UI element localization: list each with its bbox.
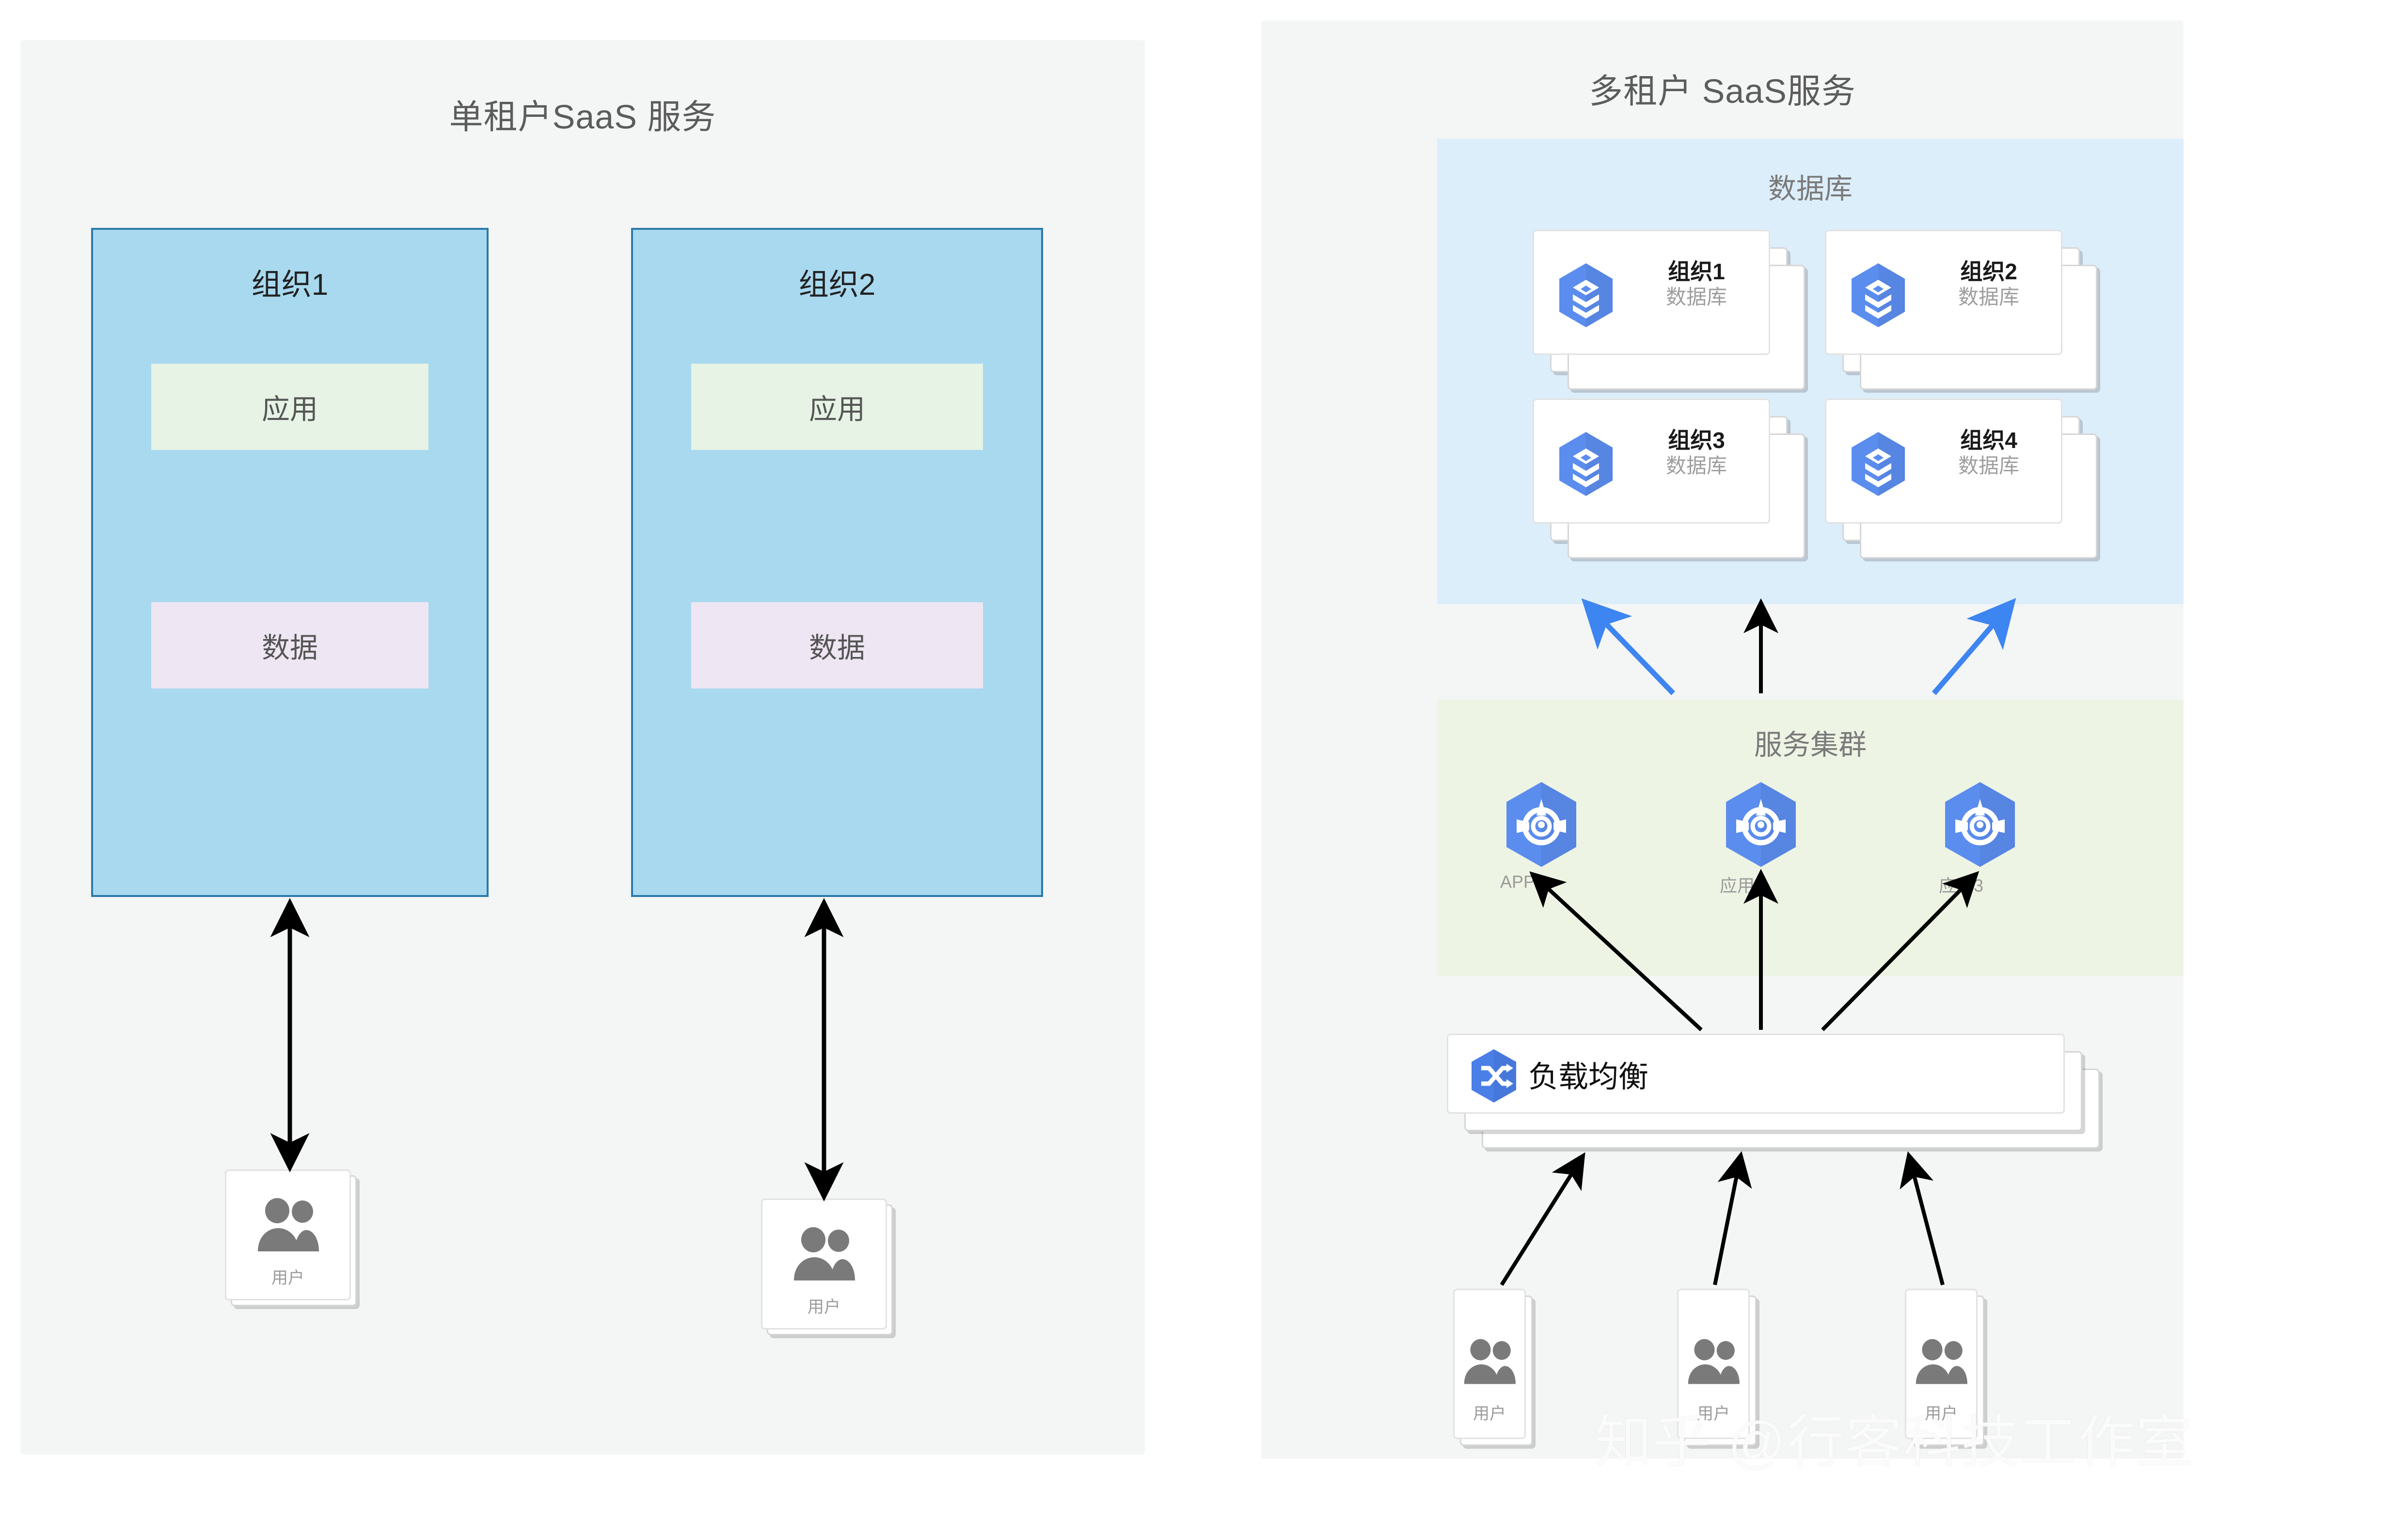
org-box-2-app-band: 应用 xyxy=(691,364,983,450)
org-box-2-title: 组织2 xyxy=(798,268,876,302)
org-box-1-title: 组织1 xyxy=(251,268,329,302)
db-card-4[interactable]: 组织4 数据库 xyxy=(1825,399,2062,524)
users-icon xyxy=(1913,1339,1970,1388)
users-icon xyxy=(1685,1339,1742,1388)
db-card-1[interactable]: 组织1 数据库 xyxy=(1533,230,1770,355)
datastore-icon xyxy=(1554,261,1617,332)
single-tenant-title: 单租户SaaS 服务 xyxy=(449,98,716,136)
db-card-4-text: 组织4 数据库 xyxy=(1928,427,2049,479)
app-engine-icon xyxy=(1939,780,2021,872)
app-node-2[interactable]: 应用2 xyxy=(1720,780,1802,897)
app-node-3[interactable]: 应用3 xyxy=(1939,780,2021,897)
db-card-4-sub: 数据库 xyxy=(1958,454,2019,478)
db-card-2-sub: 数据库 xyxy=(1958,286,2019,309)
user-card-1-label: 用户 xyxy=(271,1269,304,1287)
db-card-2-text: 组织2 数据库 xyxy=(1928,258,2049,310)
load-balancer-card[interactable]: 负载均衡 xyxy=(1447,1034,2065,1114)
org-box-2[interactable]: 组织2 应用 数据 xyxy=(631,228,1043,897)
user-card-4[interactable]: 用户 xyxy=(1677,1289,1750,1439)
shuffle-icon xyxy=(1468,1048,1520,1106)
datastore-icon xyxy=(1554,430,1617,500)
user-card-3[interactable]: 用户 xyxy=(1453,1289,1526,1439)
users-icon xyxy=(790,1227,858,1284)
multi-tenant-title: 多租户 SaaS服务 xyxy=(1589,72,1856,110)
user-card-2[interactable]: 用户 xyxy=(761,1199,887,1329)
db-card-3-name: 组织3 xyxy=(1668,428,1725,453)
user-card-3-label: 用户 xyxy=(1473,1405,1506,1423)
user-card-1[interactable]: 用户 xyxy=(225,1169,351,1300)
service-cluster-title: 服务集群 xyxy=(1754,729,1867,761)
db-card-1-sub: 数据库 xyxy=(1665,286,1727,309)
db-card-3-sub: 数据库 xyxy=(1665,454,1727,478)
db-card-3[interactable]: 组织3 数据库 xyxy=(1533,399,1770,524)
app-node-1-label: APP1 xyxy=(1500,872,1545,892)
app-node-1[interactable]: APP1 xyxy=(1500,780,1583,892)
load-balancer-label: 负载均衡 xyxy=(1528,1060,1649,1094)
app-engine-icon xyxy=(1720,780,1802,872)
database-section-title: 数据库 xyxy=(1768,173,1853,205)
db-card-2-name: 组织2 xyxy=(1960,259,2017,284)
db-card-3-text: 组织3 数据库 xyxy=(1636,427,1757,479)
org-box-1[interactable]: 组织1 应用 数据 xyxy=(91,228,489,897)
user-card-5-label: 用户 xyxy=(1925,1405,1958,1423)
user-card-4-label: 用户 xyxy=(1697,1405,1730,1423)
datastore-icon xyxy=(1847,261,1910,332)
db-card-1-name: 组织1 xyxy=(1668,259,1725,284)
app-node-3-label: 应用3 xyxy=(1939,876,1984,896)
db-card-4-name: 组织4 xyxy=(1960,428,2017,453)
app-engine-icon xyxy=(1500,780,1583,872)
db-card-1-text: 组织1 数据库 xyxy=(1636,258,1757,310)
watermark: 知乎 @行客科技工作室 xyxy=(1595,1410,2194,1474)
org-box-1-data-band: 数据 xyxy=(151,602,428,688)
org-box-1-app-band: 应用 xyxy=(151,364,428,450)
users-icon xyxy=(254,1198,322,1255)
users-icon xyxy=(1461,1339,1518,1388)
org-box-2-data-band: 数据 xyxy=(691,602,983,688)
user-card-2-label: 用户 xyxy=(808,1298,840,1316)
db-card-2[interactable]: 组织2 数据库 xyxy=(1825,230,2062,355)
user-card-5[interactable]: 用户 xyxy=(1905,1289,1978,1439)
app-node-2-label: 应用2 xyxy=(1720,876,1765,896)
datastore-icon xyxy=(1847,430,1910,500)
